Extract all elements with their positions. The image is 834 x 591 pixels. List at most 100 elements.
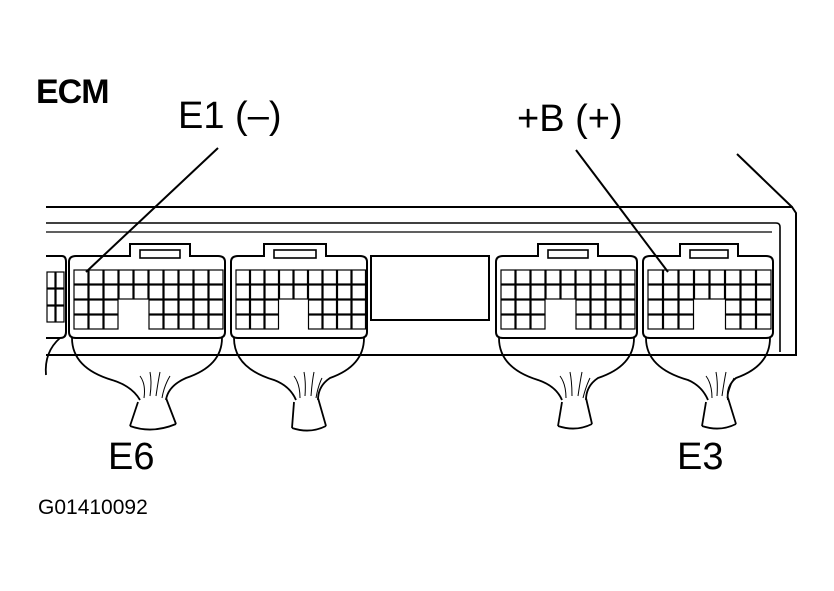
terminal-pin: [163, 299, 179, 315]
terminal-pin: [530, 299, 546, 315]
terminal-pin: [307, 299, 323, 315]
terminal-pin: [724, 284, 741, 300]
connector-partial: [46, 255, 67, 339]
terminal-pin: [678, 299, 695, 315]
terminal-pin: [575, 299, 591, 315]
terminal-pin: [605, 269, 621, 285]
diagram-title: ECM: [36, 73, 110, 111]
terminal-pin: [500, 314, 516, 330]
terminal-pin: [307, 284, 323, 300]
terminal-pin: [605, 314, 621, 330]
terminal-pin: [724, 269, 741, 285]
connector-e3: [642, 243, 774, 339]
terminal-pin: [724, 299, 741, 315]
terminal-pin: [755, 284, 772, 300]
terminal-pin: [88, 284, 104, 300]
terminal-pin: [322, 314, 338, 330]
terminal-pin: [590, 314, 606, 330]
terminal-pin: [178, 269, 194, 285]
terminal-pin: [118, 269, 134, 285]
terminal-pin: [351, 284, 367, 300]
terminal-pin: [647, 284, 664, 300]
terminal-pin: [103, 269, 119, 285]
terminal-pin: [293, 269, 309, 285]
terminal-pin: [545, 284, 561, 300]
terminal-pin: [322, 284, 338, 300]
terminal-pin: [293, 284, 309, 300]
terminal-pin: [662, 314, 679, 330]
terminal-pin: [249, 269, 265, 285]
terminal-pin: [530, 269, 546, 285]
terminal-pin: [208, 269, 224, 285]
terminal-pin: [249, 284, 265, 300]
blank-panel: [370, 255, 490, 321]
terminal-pin: [208, 314, 224, 330]
pins-e6: [73, 269, 224, 330]
terminal-pin: [740, 284, 757, 300]
terminal-pin: [235, 269, 251, 285]
terminal-pin: [500, 284, 516, 300]
terminal-pin: [560, 284, 576, 300]
terminal-pin: [336, 269, 352, 285]
terminal-pin: [740, 314, 757, 330]
pins-connector-2: [235, 269, 367, 330]
terminal-pin: [620, 269, 636, 285]
ecm-housing: [46, 153, 797, 356]
wire-harnesses: [44, 337, 771, 432]
terminal-pin: [55, 305, 65, 323]
terminal-pin: [575, 314, 591, 330]
terminal-pin: [307, 269, 323, 285]
terminal-pin: [709, 269, 726, 285]
terminal-pin: [193, 284, 209, 300]
terminal-pin: [88, 299, 104, 315]
terminal-pin: [163, 269, 179, 285]
terminal-pin: [55, 288, 65, 306]
pins-partial: [46, 271, 65, 323]
terminal-pin: [351, 314, 367, 330]
terminal-pin: [662, 299, 679, 315]
pins-connector-3: [500, 269, 636, 330]
terminal-pin: [278, 284, 294, 300]
label-e1-terminal: E1 (–): [178, 95, 282, 137]
connector-2: [230, 243, 368, 339]
terminal-pin: [249, 299, 265, 315]
label-connector-e3: E3: [677, 436, 724, 478]
terminal-pin: [46, 288, 56, 306]
terminal-pin: [307, 314, 323, 330]
terminal-pin: [709, 284, 726, 300]
terminal-pin: [575, 284, 591, 300]
terminal-pin: [103, 284, 119, 300]
terminal-pin: [515, 299, 531, 315]
terminal-pin: [278, 269, 294, 285]
terminal-pin: [590, 269, 606, 285]
terminal-pin: [322, 269, 338, 285]
terminal-pin: [148, 269, 164, 285]
leader-e1: [85, 147, 219, 273]
connector-3: [495, 243, 638, 339]
terminal-pin: [693, 269, 710, 285]
terminal-pin: [560, 269, 576, 285]
label-connector-e6: E6: [108, 436, 155, 478]
terminal-pin: [515, 284, 531, 300]
label-b-plus-terminal: +B (+): [517, 98, 623, 140]
terminal-pin: [178, 299, 194, 315]
terminal-pin: [740, 299, 757, 315]
terminal-pin: [73, 314, 89, 330]
terminal-pin: [336, 314, 352, 330]
terminal-pin: [73, 299, 89, 315]
terminal-pin: [351, 269, 367, 285]
terminal-pin: [500, 269, 516, 285]
terminal-pin: [148, 299, 164, 315]
terminal-pin: [73, 269, 89, 285]
terminal-pin: [178, 314, 194, 330]
terminal-pin: [103, 314, 119, 330]
terminal-pin: [336, 299, 352, 315]
terminal-pin: [73, 284, 89, 300]
terminal-pin: [530, 284, 546, 300]
terminal-pin: [133, 284, 149, 300]
terminal-pin: [740, 269, 757, 285]
leader-lines: [85, 147, 669, 273]
terminal-pin: [351, 299, 367, 315]
terminal-pin: [249, 314, 265, 330]
terminal-pin: [530, 314, 546, 330]
